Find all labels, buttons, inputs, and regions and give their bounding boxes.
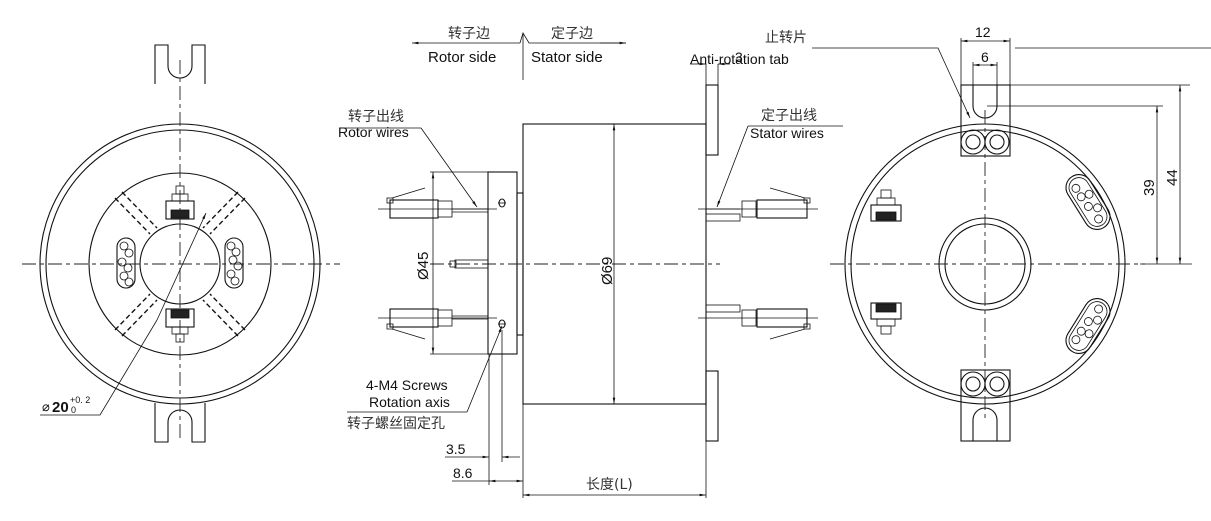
bore-tol-upper: +0. 2 bbox=[70, 395, 90, 405]
rotor-diameter-dim: Ø45 bbox=[415, 252, 432, 280]
hidden-spokes bbox=[114, 191, 246, 337]
stator-side-en: Stator side bbox=[531, 49, 603, 66]
bottom-tab bbox=[705, 370, 719, 442]
direction-indicator: 转子边 Rotor side 定子边 Stator side bbox=[412, 26, 626, 80]
tab-thickness-dim: 3 bbox=[735, 49, 743, 65]
stator-connectors bbox=[870, 189, 902, 335]
stator-wire-slot-bottom bbox=[1065, 298, 1111, 354]
stator-bottom-tab bbox=[960, 369, 1011, 442]
stator-wire-connectors bbox=[698, 187, 818, 340]
rotor-side-cn: 转子边 bbox=[448, 26, 490, 42]
anti-rotation-en: Anti-rotation tab bbox=[690, 51, 789, 67]
body-diameter-dim: Ø69 bbox=[599, 257, 616, 285]
tab-width-dim: 12 bbox=[975, 24, 991, 40]
bore-symbol: ⌀ bbox=[42, 399, 50, 414]
stator-wire-slot-top bbox=[1065, 174, 1111, 230]
bore-tol-lower: 0 bbox=[71, 405, 76, 415]
offset-dim-1: 3.5 bbox=[446, 441, 466, 457]
left-wire-slot bbox=[116, 237, 136, 289]
rotation-axis-label: Rotation axis bbox=[369, 394, 450, 410]
offset-dim-2: 8.6 bbox=[453, 465, 473, 481]
slot-height-dim: 39 bbox=[1141, 179, 1158, 196]
length-label: 长度(L) bbox=[586, 477, 633, 493]
left-view-rotor-face: ⌀ 20 +0. 2 0 bbox=[22, 44, 340, 443]
stator-wires-cn: 定子出线 bbox=[761, 108, 817, 124]
rotor-wire-connectors bbox=[378, 187, 497, 340]
stator-wires-en: Stator wires bbox=[750, 125, 824, 141]
stator-top-tab bbox=[960, 84, 1011, 157]
bore-dimension: ⌀ 20 +0. 2 0 bbox=[42, 395, 90, 416]
slot-width-dim: 6 bbox=[981, 49, 989, 65]
screws-cn-label: 转子螺丝固定孔 bbox=[347, 416, 445, 432]
rotor-wires-cn: 转子出线 bbox=[348, 109, 404, 125]
anti-rotation-cn: 止转片 bbox=[765, 30, 807, 46]
rotor-wires-en: Rotor wires bbox=[338, 124, 409, 140]
rotor-side-en: Rotor side bbox=[428, 49, 496, 66]
tab-height-dim: 44 bbox=[1164, 169, 1181, 186]
top-tab bbox=[705, 84, 719, 156]
bore-value: 20 bbox=[52, 399, 69, 416]
stator-side-cn: 定子边 bbox=[551, 26, 593, 42]
side-view: 转子出线 Rotor wires 定子出线 Stator wires Ø45 bbox=[338, 49, 843, 498]
right-wire-slot bbox=[224, 237, 244, 289]
right-view-stator-face: 止转片 Anti-rotation tab 12 6 39 44 bbox=[690, 24, 1211, 442]
screws-label: 4-M4 Screws bbox=[366, 377, 448, 393]
